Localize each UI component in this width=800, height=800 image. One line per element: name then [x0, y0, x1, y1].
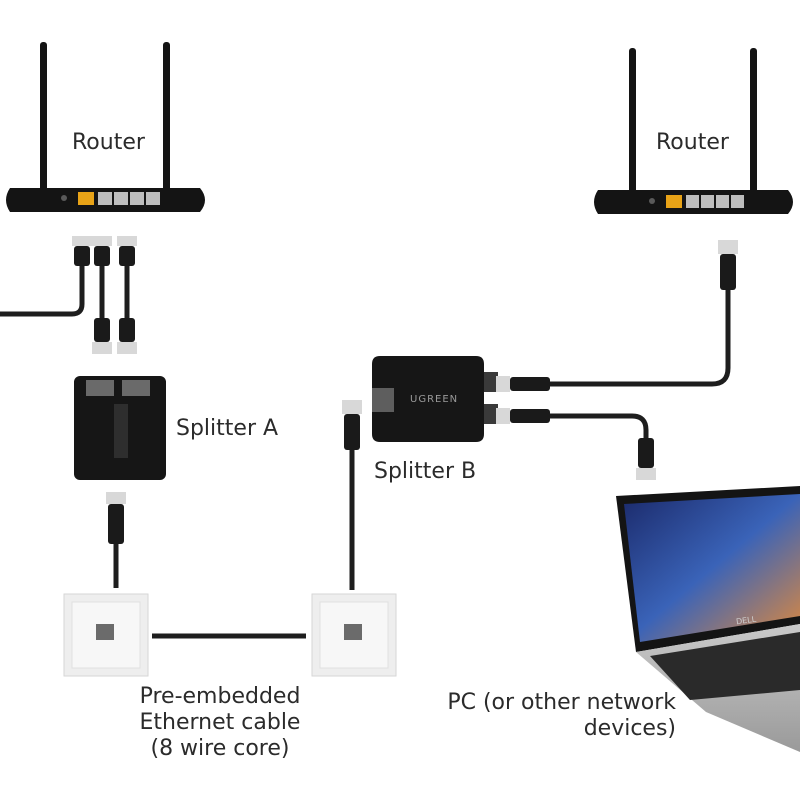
wall-plate-left	[63, 593, 149, 677]
router-left	[6, 42, 205, 212]
rj45-boot	[344, 414, 360, 450]
rj45-plug	[117, 342, 137, 354]
cable-label-line-3: (8 wire core)	[150, 736, 290, 761]
router-right-label: Router	[656, 130, 729, 155]
rj45-plug	[496, 408, 510, 424]
laptop-screen	[624, 494, 800, 642]
router-right-lan-port	[716, 195, 729, 208]
rj45-plug	[92, 236, 112, 246]
cables-splitter-b-outputs	[496, 240, 738, 480]
rj45-boot	[108, 504, 124, 544]
splitter-b-port	[484, 372, 498, 392]
rj45-plug	[72, 236, 92, 246]
rj45-plug	[117, 236, 137, 246]
splitter-a	[74, 376, 166, 480]
router-left-antenna	[163, 42, 170, 192]
router-left-antenna	[40, 42, 47, 192]
rj45-plug	[496, 376, 510, 392]
rj45-boot	[510, 409, 550, 423]
rj45-plug	[106, 492, 126, 504]
splitter-b-label: Splitter B	[374, 459, 477, 484]
router-right-antenna	[629, 48, 636, 194]
rj45-boot	[94, 246, 110, 266]
rj45-boot	[119, 318, 135, 342]
ethernet-port-icon	[344, 624, 362, 640]
router-left-wan-port	[78, 192, 94, 205]
router-left-lan-port	[146, 192, 160, 205]
rj45-boot	[720, 254, 736, 290]
cable-splitter-a-down	[106, 492, 126, 588]
rj45-boot	[119, 246, 135, 266]
router-right-lan-port	[731, 195, 744, 208]
cable-to-router-right	[550, 288, 731, 387]
splitter-b	[372, 356, 498, 442]
rj45-plug	[92, 342, 112, 354]
router-left-lan-port	[98, 192, 112, 205]
splitter-a-label: Splitter A	[176, 416, 279, 441]
splitter-a-logo-mark	[114, 404, 128, 458]
cable-to-splitter-b	[342, 400, 362, 590]
splitter-b-port	[372, 388, 394, 412]
cable-label-line-2: Ethernet cable	[139, 710, 301, 735]
router-right	[594, 48, 793, 214]
splitter-a-port	[86, 380, 114, 396]
rj45-boot	[638, 438, 654, 468]
splitter-a-port	[122, 380, 150, 396]
rj45-boot	[510, 377, 550, 391]
ethernet-port-icon	[96, 624, 114, 640]
splitter-b-port	[484, 404, 498, 424]
router-right-lan-port	[701, 195, 714, 208]
router-right-lan-port	[686, 195, 699, 208]
wall-plate-right	[311, 593, 397, 677]
router-right-power-icon	[649, 198, 655, 204]
rj45-connectors-left	[72, 236, 137, 354]
rj45-plug	[342, 400, 362, 414]
cable-label-line-1: Pre-embedded	[139, 684, 301, 709]
rj45-plug	[718, 240, 738, 254]
cables-left-router	[0, 259, 130, 325]
pc-label-line-1: PC (or other network	[447, 690, 676, 715]
rj45-boot	[94, 318, 110, 342]
router-right-wan-port	[666, 195, 682, 208]
router-left-label: Router	[72, 130, 145, 155]
cable-to-pc	[550, 413, 649, 440]
pc-label-line-2: devices)	[583, 716, 676, 741]
laptop-keyboard	[650, 632, 800, 700]
cable	[0, 259, 85, 317]
splitter-b-body	[372, 356, 484, 442]
router-left-lan-port	[114, 192, 128, 205]
rj45-plug	[636, 468, 656, 480]
splitter-b-brand: UGREEN	[410, 394, 459, 405]
router-left-power-icon	[61, 195, 67, 201]
router-left-lan-port	[130, 192, 144, 205]
router-right-antenna	[750, 48, 757, 194]
rj45-boot	[74, 246, 90, 266]
laptop	[616, 486, 800, 752]
